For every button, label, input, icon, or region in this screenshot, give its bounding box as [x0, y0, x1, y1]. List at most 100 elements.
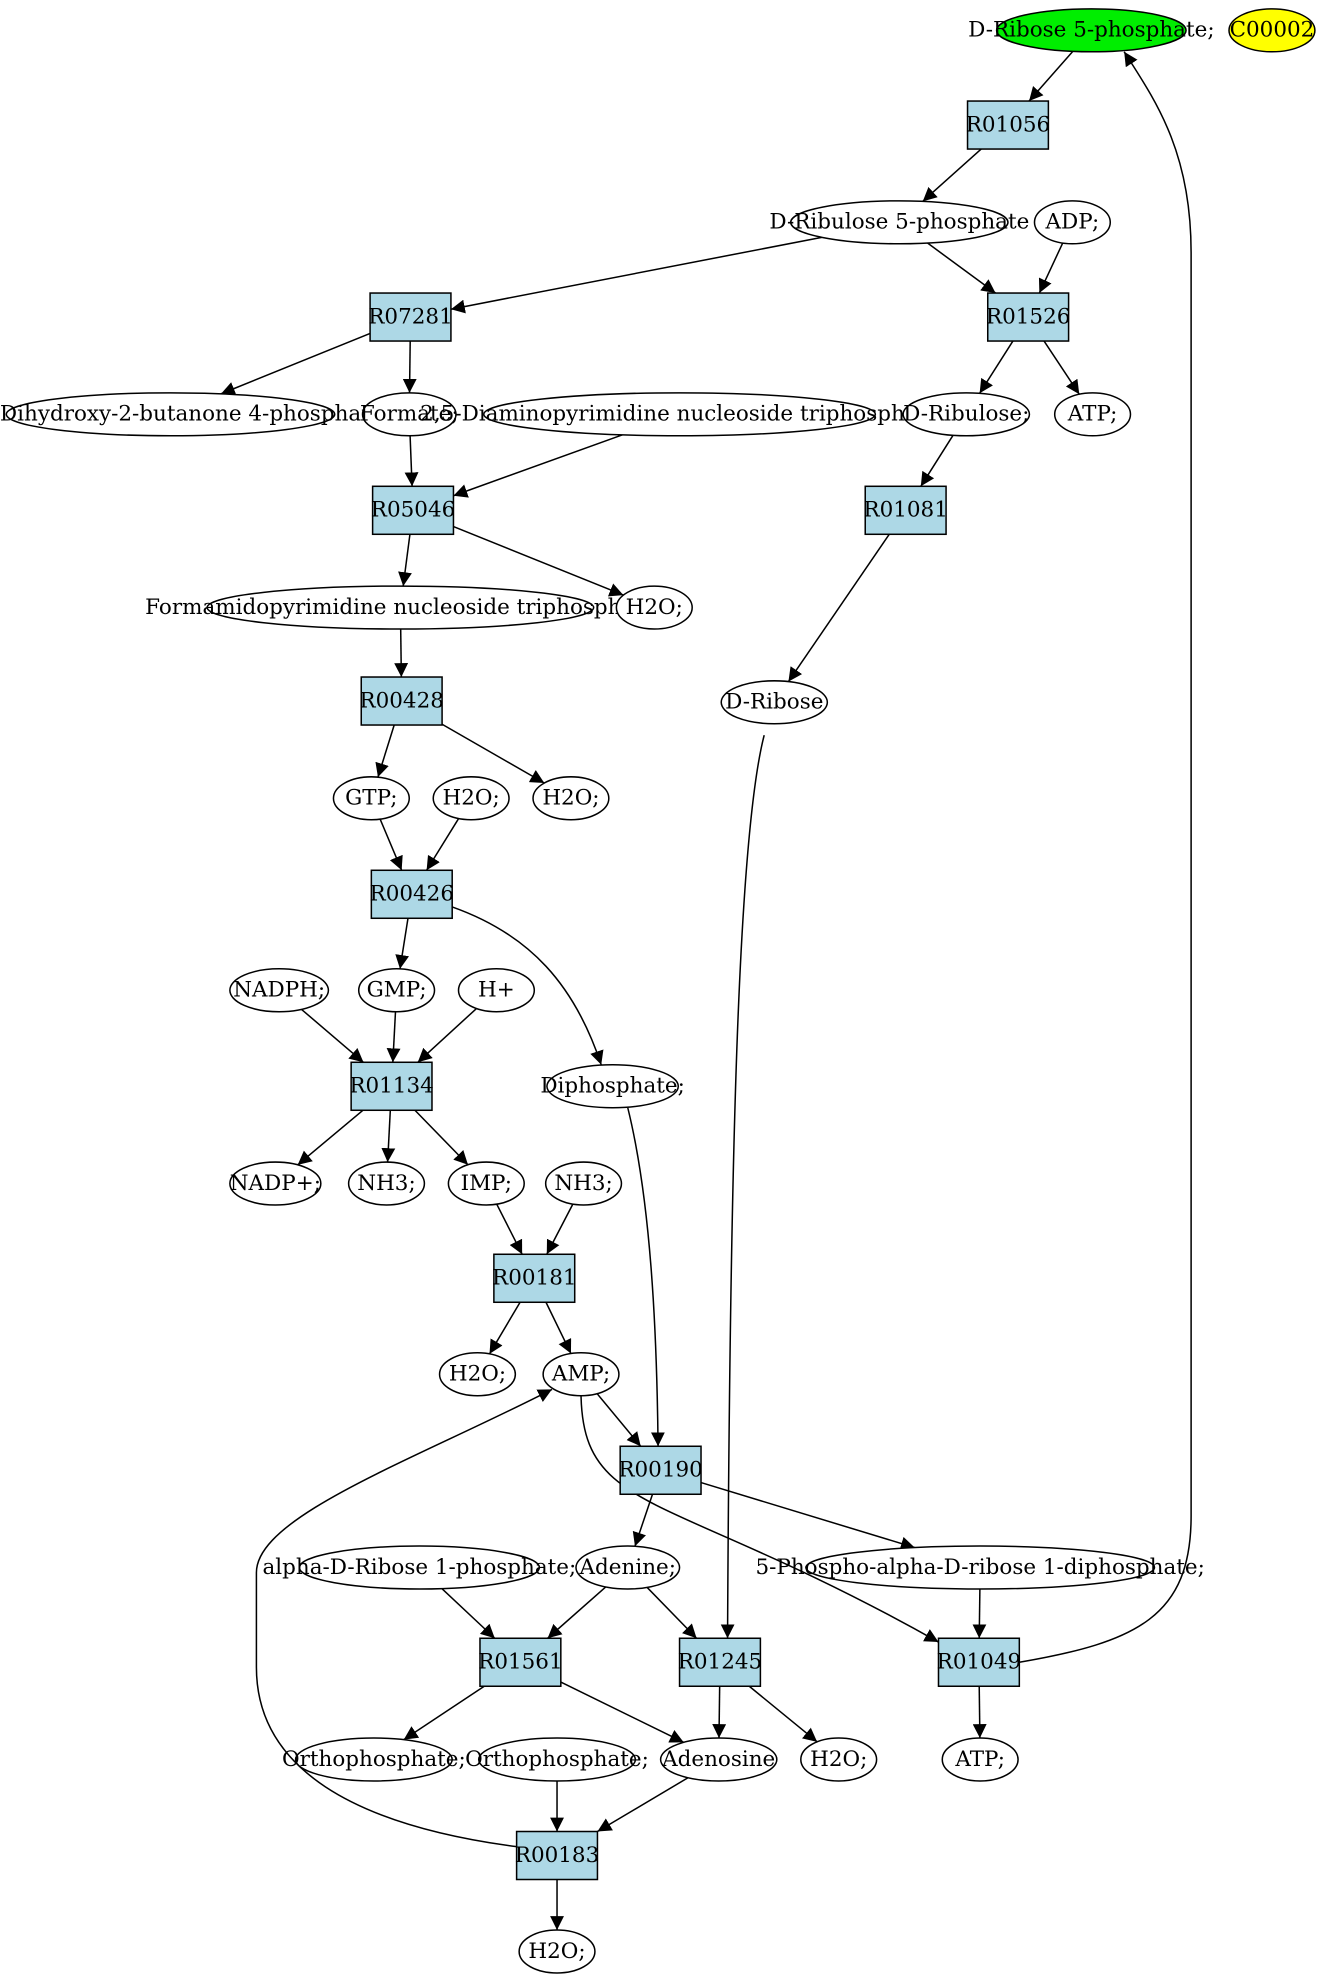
compound-ellipse	[941, 1737, 1019, 1782]
reaction-box	[369, 292, 452, 342]
compound-node-c_ar1p[interactable]: alpha-D-Ribose 1-phosphate;	[262, 1545, 576, 1590]
compound-node-c_atp2[interactable]: ATP;	[941, 1737, 1019, 1782]
reaction-box	[479, 1637, 562, 1688]
compound-ellipse	[546, 1064, 680, 1109]
edge-r_R01526-to-c_dribulose	[978, 340, 1014, 394]
reaction-node-r_R00426[interactable]: R00426	[370, 869, 454, 920]
compound-node-c_nadpplus[interactable]: NADP+;	[229, 1161, 322, 1206]
compound-node-c_adenine[interactable]: Adenine;	[575, 1545, 681, 1590]
reaction-box	[864, 485, 947, 536]
node-label: Adenine;	[579, 1555, 676, 1580]
edge-r_R00181-to-c_h2o4	[488, 1301, 521, 1355]
compound-ellipse	[805, 1545, 1156, 1590]
node-label: 2,5-Diaminopyrimidine nucleoside triphos…	[420, 402, 939, 427]
edge-r_R05046-to-c_fapnt	[398, 534, 412, 587]
reaction-node-r_R00428[interactable]: R00428	[359, 676, 444, 726]
compound-ellipse	[720, 680, 829, 725]
node-label: H2O;	[443, 786, 500, 811]
edge-r_R07281-to-c_dhbp	[220, 332, 371, 396]
compound-node-c_amp[interactable]: AMP;	[542, 1352, 620, 1397]
node-label: R01561	[478, 1650, 562, 1675]
node-label: H2O;	[542, 786, 599, 811]
reaction-node-r_R05046[interactable]: R05046	[371, 485, 455, 536]
edge-r_R01561-to-c_ortho1	[403, 1685, 485, 1741]
compound-node-c_nh3b[interactable]: NH3;	[544, 1161, 623, 1206]
compound-ellipse	[518, 1929, 596, 1974]
reaction-node-r_R01049[interactable]: R01049	[937, 1637, 1021, 1688]
edge-r_R01081-to-c_dribose	[787, 533, 890, 683]
compound-node-c_dribulose[interactable]: D-Ribulose;	[902, 392, 1031, 437]
edge-c_amp-to-r_R01049	[580, 1395, 939, 1643]
compound-node-c_h2o3[interactable]: H2O;	[532, 776, 610, 821]
compound-ellipse	[298, 1545, 541, 1590]
compound-node-c_r5p[interactable]: D-Ribose 5-phosphate;	[968, 8, 1215, 53]
reaction-node-r_R01526[interactable]: R01526	[986, 292, 1070, 342]
node-label: NH3;	[357, 1171, 415, 1196]
compound-node-c_fapnt[interactable]: Formamidopyrimidine nucleoside triphosph…	[145, 585, 656, 630]
reaction-node-r_R00181[interactable]: R00181	[492, 1253, 577, 1304]
reaction-box	[515, 1830, 599, 1881]
node-label: Formate;	[360, 402, 459, 427]
compound-node-c_adenosine[interactable]: Adenosine	[659, 1737, 778, 1782]
node-label: R00183	[515, 1843, 599, 1868]
edge-r_R01056-to-c_ru5p	[922, 148, 982, 202]
node-layer: D-Ribose 5-phosphate; C00002R01056D-Ribul…	[0, 8, 1316, 1974]
node-label: D-Ribulose 5-phosphate	[769, 210, 1029, 235]
compound-node-c_h2o6[interactable]: H2O;	[518, 1929, 596, 1974]
compound-node-c_dhbp[interactable]: 3,4-Dihydroxy-2-butanone 4-phosphate	[0, 392, 383, 437]
reaction-node-r_R07281[interactable]: R07281	[368, 292, 453, 342]
node-label: ADP;	[1045, 210, 1100, 235]
edge-r_R00428-to-c_gtp	[375, 724, 395, 778]
node-label: R00428	[359, 688, 443, 713]
edge-c_gtp-to-r_R00426	[379, 818, 403, 871]
compound-node-c_imp[interactable]: IMP;	[447, 1161, 525, 1206]
node-label: alpha-D-Ribose 1-phosphate;	[262, 1555, 576, 1580]
compound-ellipse	[438, 1352, 517, 1397]
compound-node-c_gmp[interactable]: GMP;	[357, 968, 436, 1013]
compound-node-c_nh3a[interactable]: NH3;	[347, 1161, 426, 1206]
edge-c_amp-to-r_R00190	[596, 1393, 642, 1447]
reaction-node-r_R01056[interactable]: R01056	[966, 100, 1050, 150]
node-label: IMP;	[461, 1171, 512, 1196]
edge-c_nadph-to-r_R01134	[301, 1008, 364, 1063]
edge-r_R01526-to-c_atp1	[1043, 340, 1080, 395]
compound-ellipse	[477, 1737, 637, 1782]
node-label: R00181	[492, 1266, 576, 1291]
reaction-node-r_R00190[interactable]: R00190	[618, 1445, 703, 1496]
compound-node-c_gtp[interactable]: GTP;	[332, 776, 411, 821]
compound-node-c_prpp[interactable]: 5-Phospho-alpha-D-ribose 1-diphosphate;	[755, 1545, 1205, 1590]
node-label: GMP;	[367, 978, 427, 1003]
compound-node-c_dapnt[interactable]: 2,5-Diaminopyrimidine nucleoside triphos…	[420, 392, 939, 437]
compound-ellipse	[1228, 8, 1316, 53]
node-label: ATP;	[1067, 402, 1118, 427]
reaction-node-r_R01081[interactable]: R01081	[863, 485, 948, 536]
node-label: ATP;	[954, 1747, 1005, 1772]
reaction-box	[350, 1061, 433, 1112]
edge-c_r5p-to-r_R01056	[1028, 50, 1074, 102]
compound-node-c_h2o5[interactable]: H2O;	[800, 1737, 878, 1782]
edge-r_R00181-to-c_amp	[545, 1301, 572, 1354]
compound-node-c_c00002[interactable]: C00002	[1228, 8, 1316, 53]
compound-node-c_h2o4[interactable]: H2O;	[438, 1352, 517, 1397]
compound-node-c_ru5p[interactable]: D-Ribulose 5-phosphate	[769, 200, 1029, 245]
reaction-node-r_R01245[interactable]: R01245	[678, 1637, 762, 1688]
compound-node-c_diphosphate[interactable]: Diphosphate;	[540, 1064, 685, 1109]
compound-ellipse	[332, 776, 411, 821]
compound-node-c_adp[interactable]: ADP;	[1033, 200, 1112, 245]
compound-node-c_h2o2[interactable]: H2O;	[432, 776, 510, 821]
compound-node-c_dribose[interactable]: D-Ribose	[720, 680, 829, 725]
reaction-node-r_R01561[interactable]: R01561	[478, 1637, 563, 1688]
compound-node-c_hplus[interactable]: H+	[457, 968, 536, 1013]
compound-node-c_h2o1[interactable]: H2O;	[615, 585, 693, 630]
edge-r_R00428-to-c_h2o3	[441, 723, 545, 784]
compound-node-c_ortho2[interactable]: Orthophosphate;	[465, 1737, 649, 1782]
reaction-node-r_R01134[interactable]: R01134	[349, 1061, 434, 1112]
compound-node-c_atp1[interactable]: ATP;	[1053, 392, 1132, 437]
reaction-node-r_R00183[interactable]: R00183	[515, 1830, 599, 1881]
compound-node-c_nadph[interactable]: NADPH;	[229, 968, 330, 1013]
reaction-box	[619, 1445, 702, 1496]
reaction-box	[678, 1637, 762, 1688]
node-label: NADPH;	[233, 978, 325, 1003]
compound-node-c_ortho1[interactable]: Orthophosphate;	[282, 1737, 466, 1782]
compound-node-c_formate[interactable]: Formate;	[360, 392, 459, 437]
